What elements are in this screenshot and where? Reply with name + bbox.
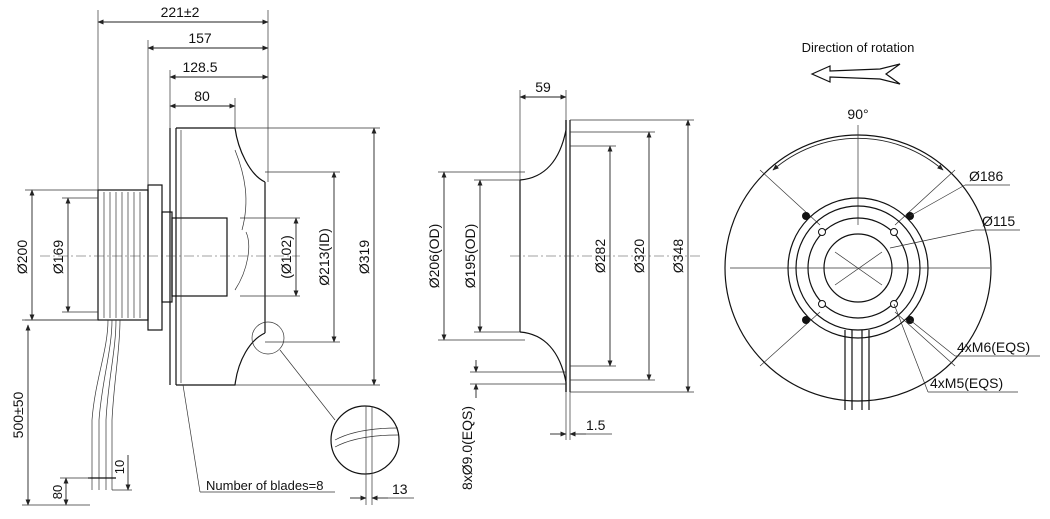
dia-186-label: Ø186	[969, 168, 1003, 184]
dim-dia-348-label: Ø348	[670, 239, 686, 273]
detail-circle-small	[251, 321, 285, 355]
dimension-holes: 8xØ9.0(EQS)	[459, 360, 566, 490]
dimension-cable-80: 80	[50, 477, 90, 506]
callout-m6: 4xM6(EQS)	[909, 319, 1040, 357]
dimension-dia-282: Ø282	[570, 145, 616, 367]
dim-dia-282-label: Ø282	[592, 239, 608, 273]
front-view: Direction of rotation 90°	[724, 40, 1040, 410]
dimension-dia-319: Ø319	[235, 127, 380, 386]
dim-80-label: 80	[194, 88, 210, 104]
dimension-cable-10: 10	[112, 455, 132, 491]
dimension-dia-195: Ø195(OD)	[462, 179, 520, 333]
dim-157-label: 157	[188, 30, 212, 46]
dimension-1-5: 1.5	[550, 392, 612, 440]
front-outline: 90°	[724, 106, 992, 402]
m5-label: 4xM5(EQS)	[930, 375, 1003, 391]
callout-186: Ø186	[909, 168, 1010, 217]
blades-note: Number of blades=8	[182, 384, 335, 493]
dimension-13: 13	[350, 474, 414, 505]
dimension-cable-500: 500±50	[10, 319, 98, 506]
dimension-80: 80	[169, 88, 236, 128]
angle-90-label: 90°	[847, 106, 868, 122]
dimension-dia-213: Ø213(ID)	[265, 171, 340, 343]
dim-cable-500-label: 500±50	[10, 391, 26, 438]
dimension-59: 59	[519, 79, 567, 180]
front-cable	[844, 330, 870, 410]
dim-cable-80-label: 80	[50, 485, 65, 499]
dim-59-label: 59	[535, 79, 551, 95]
dim-13-label: 13	[392, 481, 408, 497]
detail-circle-large	[330, 405, 400, 475]
dimension-dia-169: Ø169	[50, 197, 98, 313]
dia-115-label: Ø115	[982, 213, 1015, 229]
dimension-dia-320: Ø320	[570, 131, 655, 381]
dim-1-5-label: 1.5	[586, 417, 606, 433]
blades-note-label: Number of blades=8	[206, 478, 323, 493]
dim-dia-102-label: (Ø102)	[278, 235, 294, 279]
cable	[88, 319, 121, 490]
dimension-128-5: 128.5	[169, 59, 269, 128]
dimension-157: 157	[147, 30, 269, 185]
dimension-dia-102: (Ø102)	[240, 217, 300, 297]
rotation-arrow-icon	[810, 63, 901, 85]
dim-dia-320-label: Ø320	[631, 239, 647, 273]
dim-holes-label: 8xØ9.0(EQS)	[459, 406, 475, 490]
dimension-dia-348: Ø348	[570, 119, 694, 393]
dim-dia-169-label: Ø169	[50, 240, 66, 274]
dim-dia-206-label: Ø206(OD)	[426, 224, 442, 289]
inlet-ring-view: 59 Ø206(OD) Ø195(OD) Ø282 Ø320	[426, 79, 700, 490]
dimension-dia-206: Ø206(OD)	[426, 171, 525, 341]
rotation-label: Direction of rotation	[802, 40, 915, 55]
side-view: 221±2 157 128.5 80 Ø200 Ø169	[10, 4, 414, 506]
dim-cable-10-label: 10	[112, 460, 127, 474]
m6-label: 4xM6(EQS)	[957, 339, 1030, 355]
motor-body	[97, 184, 228, 331]
impeller-outline	[169, 127, 266, 386]
dimension-221: 221±2	[97, 4, 269, 190]
dim-dia-213-label: Ø213(ID)	[316, 228, 332, 286]
callout-m5: 4xM5(EQS)	[893, 303, 1018, 393]
dim-dia-195-label: Ø195(OD)	[462, 224, 478, 289]
dim-dia-200-label: Ø200	[14, 240, 30, 274]
dim-221-label: 221±2	[161, 4, 200, 20]
dim-128-5-label: 128.5	[182, 59, 217, 75]
callout-115: Ø115	[889, 213, 1020, 249]
dim-dia-319-label: Ø319	[356, 240, 372, 274]
inlet-ring-outline	[519, 120, 571, 392]
